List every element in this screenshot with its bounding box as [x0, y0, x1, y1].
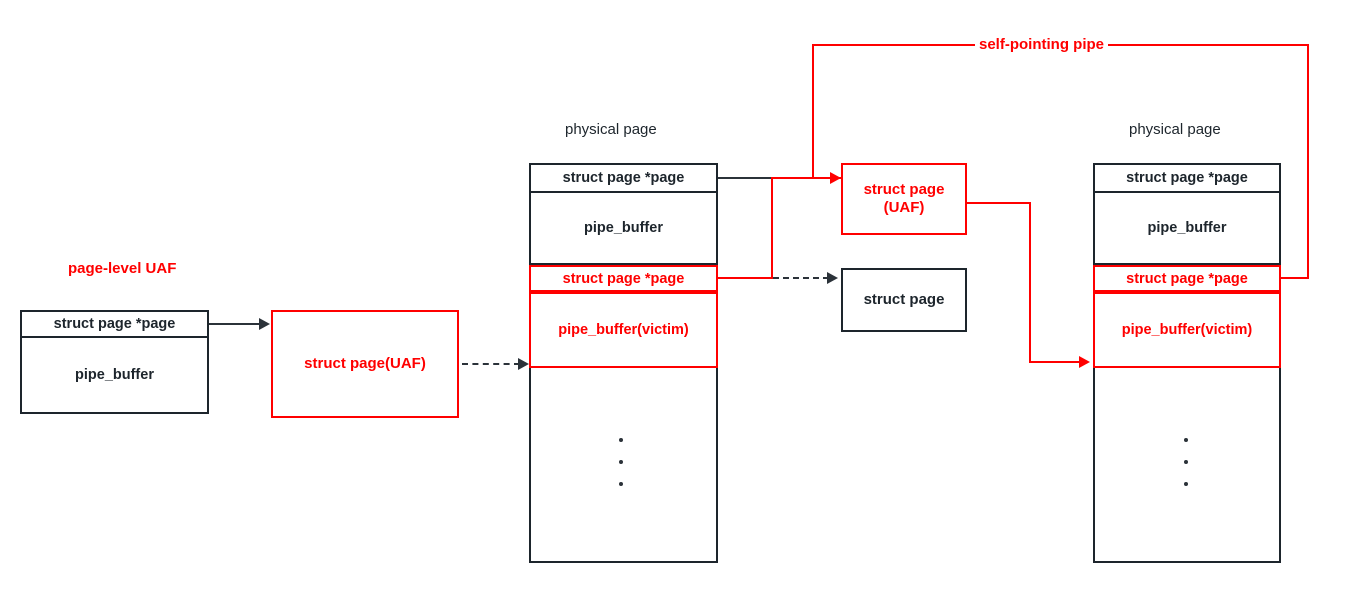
connector-middle-victim-ptr-horizontal	[718, 277, 773, 279]
connector-middle-victim-ptr-vertical	[771, 177, 773, 279]
arrowhead-left-struct-to-uaf-icon	[259, 318, 270, 330]
right-physical-page-caption: physical page	[1129, 121, 1221, 138]
struct-page-uaf-line2: (UAF)	[883, 199, 925, 216]
left-struct-row-pipe-buffer: pipe_buffer	[20, 338, 209, 414]
right-page-ellipsis-icon	[1184, 438, 1188, 486]
connector-uaf-to-right-page-horizontal-top	[967, 202, 1031, 204]
arrowhead-into-struct-page-icon	[827, 272, 838, 284]
right-page-row-struct-page-pointer: struct page *page	[1093, 163, 1281, 193]
struct-page-uaf-box: struct page (UAF)	[841, 163, 967, 235]
arrowhead-into-struct-page-uaf-icon	[830, 172, 841, 184]
connector-self-pointing-left-vertical	[812, 44, 814, 178]
middle-physical-page-caption: physical page	[565, 121, 657, 138]
right-page-row-pipe-buffer: pipe_buffer	[1093, 193, 1281, 265]
arrowhead-uaf-to-middle-victim-icon	[518, 358, 529, 370]
right-page-row-pipe-buffer-victim: pipe_buffer(victim)	[1093, 292, 1281, 368]
middle-page-row-struct-page-pointer-victim: struct page *page	[529, 265, 718, 292]
connector-middle-to-struct-page-dashed	[773, 277, 829, 279]
connector-uaf-to-middle-victim-dashed	[462, 363, 520, 365]
connector-uaf-to-right-page-vertical	[1029, 202, 1031, 363]
page-level-uaf-label: page-level UAF	[68, 260, 177, 277]
left-struct-row-struct-page-pointer: struct page *page	[20, 310, 209, 338]
struct-page-uaf-line1: struct page	[863, 181, 945, 199]
right-page-row-struct-page-pointer-victim: struct page *page	[1093, 265, 1281, 292]
arrowhead-into-right-page-victim-icon	[1079, 356, 1090, 368]
self-pointing-pipe-label: self-pointing pipe	[975, 36, 1108, 53]
connector-left-struct-to-uaf	[209, 323, 261, 325]
right-page-row-remainder	[1093, 368, 1281, 563]
connector-uaf-to-right-page-horizontal-bottom	[1029, 361, 1083, 363]
middle-page-ellipsis-icon	[619, 438, 623, 486]
left-struct-page-uaf-box: struct page(UAF)	[271, 310, 459, 418]
middle-page-row-remainder	[529, 368, 718, 563]
middle-page-row-struct-page-pointer: struct page *page	[529, 163, 718, 193]
connector-self-pointing-right-stub	[1281, 277, 1309, 279]
connector-self-pointing-right-vertical	[1307, 44, 1309, 279]
connector-middle-victim-ptr-into-uaf	[771, 177, 843, 179]
struct-page-box: struct page	[841, 268, 967, 332]
middle-page-row-pipe-buffer-victim: pipe_buffer(victim)	[529, 292, 718, 368]
middle-page-row-pipe-buffer: pipe_buffer	[529, 193, 718, 265]
